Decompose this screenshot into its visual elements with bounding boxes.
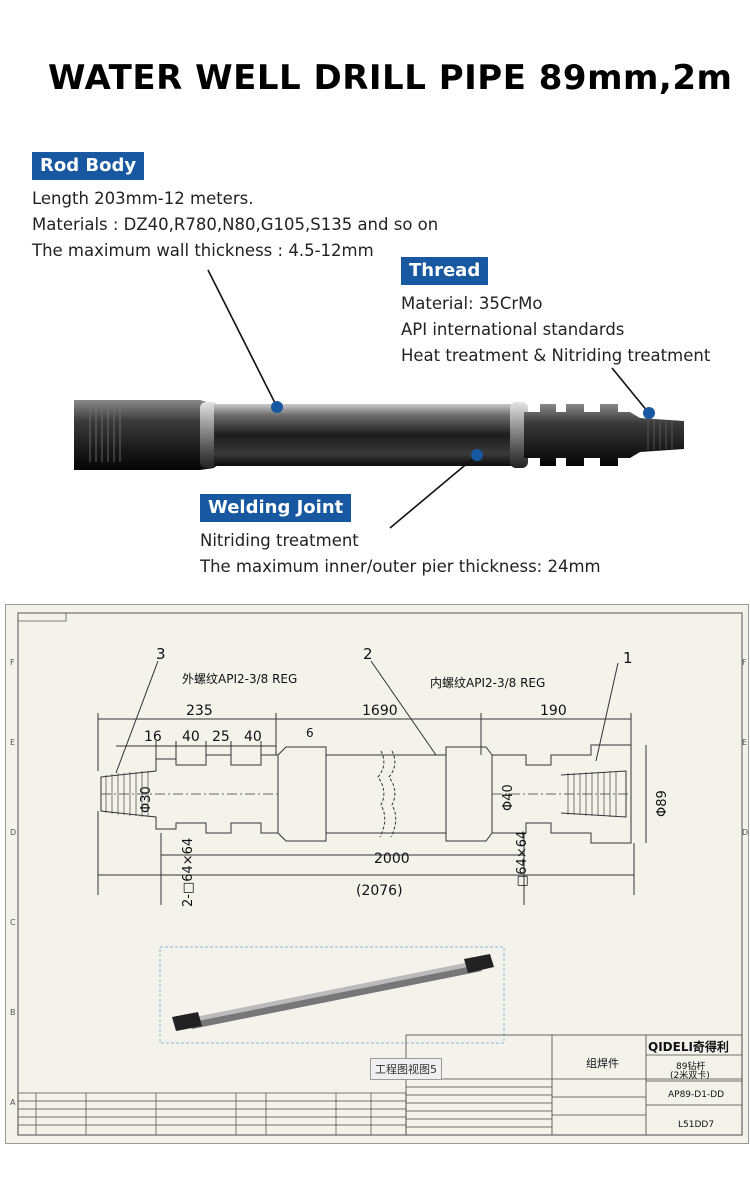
drawing-view-label: 工程图视图5 [370,1058,442,1080]
svg-text:E: E [742,738,747,747]
thread-line: API international standards [401,320,625,339]
dim-25: 25 [212,729,230,745]
drawing-code: L51DD7 [678,1120,714,1130]
assembly-name: 组焊件 [586,1056,619,1070]
weld-ring-left [200,402,218,468]
dim-square-right: □64×64 [515,831,530,887]
dim-dia40: Φ40 [501,784,516,811]
thread-heading: Thread [401,257,489,285]
dim-square-left: 2-□64×64 [181,838,196,907]
drawing-sheet: F E D C B A F E D [10,612,748,1136]
isometric-view-frame [159,946,505,1044]
rod-body-line: Length 203mm-12 meters. [32,189,254,208]
dim-40a: 40 [182,729,200,745]
drawing-number: AP89-D1-DD [668,1090,724,1100]
dim-dia30: Φ30 [139,786,154,813]
svg-text:F: F [10,658,15,667]
pin-end [524,404,684,466]
svg-text:B: B [10,1008,16,1017]
dim-16: 16 [144,729,162,745]
dim-2000: 2000 [374,851,410,867]
weld-ring-right [510,402,528,468]
box-end [74,400,214,470]
isometric-pipe [172,954,494,1031]
rod-body-heading: Rod Body [32,152,145,180]
part-number-2: 2 [363,645,373,663]
parts-table [17,1092,407,1136]
welding-joint-leader [389,455,477,529]
welding-joint-marker [471,449,483,461]
rod-body-line: Materials : DZ40,R780,N80,G105,S135 and … [32,215,439,234]
thread-line: Material: 35CrMo [401,294,543,313]
title-block [405,1034,743,1136]
part-number-3: 3 [156,645,166,663]
welding-joint-line: The maximum inner/outer pier thickness: … [200,557,601,576]
rod-body-line: The maximum wall thickness : 4.5-12mm [32,241,374,260]
dim-40b: 40 [244,729,262,745]
svg-text:A: A [10,1098,16,1107]
left-thread-label: 外螺纹API2-3/8 REG [182,672,297,686]
company-name: QIDELI奇得利 [648,1039,729,1054]
product-subtitle: (2米双卡) [670,1069,710,1081]
welding-joint-heading: Welding Joint [200,494,352,522]
dim-2076: (2076) [356,883,403,899]
right-thread-label: 内螺纹API2-3/8 REG [430,676,545,690]
rod-body-description: Length 203mm-12 meters. Materials : DZ40… [32,186,438,264]
dim-6: 6 [306,726,314,740]
thread-leader [611,367,649,413]
thread-marker [643,407,655,419]
product-name: 89钻杆 [676,1060,705,1072]
dim-235: 235 [186,703,213,719]
dim-190: 190 [540,703,567,719]
thread-description: Material: 35CrMo API international stand… [401,291,710,369]
welding-joint-line: Nitriding treatment [200,531,359,550]
part-number-1: 1 [623,649,633,667]
thread-line: Heat treatment & Nitriding treatment [401,346,711,365]
page-title: WATER WELL DRILL PIPE 89mm,2m [48,58,733,98]
welding-joint-description: Nitriding treatment The maximum inner/ou… [200,528,601,580]
svg-text:D: D [742,828,748,837]
engineering-drawing: F E D C B A F E D [5,604,749,1144]
dim-dia89: Φ89 [655,790,670,817]
drill-pipe-illustration [74,269,684,529]
dim-1690: 1690 [362,703,398,719]
rod-body-leader [207,269,277,406]
rod-body [214,404,514,466]
svg-text:D: D [10,828,16,837]
svg-text:C: C [10,918,16,927]
svg-text:F: F [742,658,747,667]
svg-text:E: E [10,738,15,747]
rod-body-marker [271,401,283,413]
